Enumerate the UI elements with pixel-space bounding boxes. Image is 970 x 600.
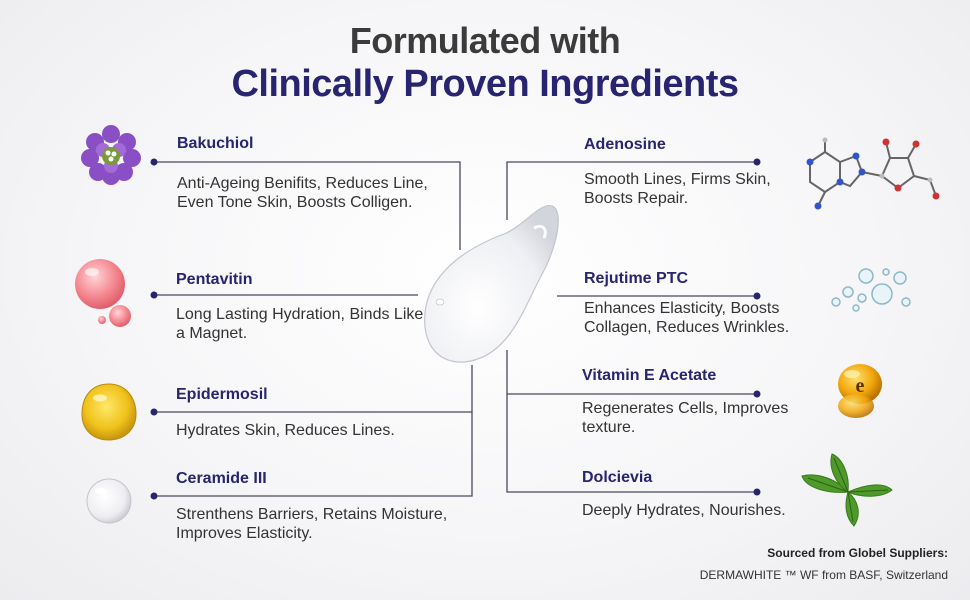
serum-drop-icon [424, 205, 559, 363]
footer-source-line-2: DERMAWHITE ™ WF from BASF, Switzerland [699, 568, 948, 582]
pink-droplets-icon [75, 259, 131, 327]
ingredient-name-adenosine: Adenosine [584, 136, 666, 153]
ingredient-name-vitamin-e: Vitamin E Acetate [582, 367, 717, 384]
ingredient-desc-adenosine: Smooth Lines, Firms Skin, Boosts Repair. [584, 171, 771, 207]
ingredient-name-rejutime: Rejutime PTC [584, 270, 689, 287]
ingredient-desc-vitamin-e: Regenerates Cells, Improves texture. [582, 400, 789, 436]
ingredient-desc-dolcievia: Deeply Hydrates, Nourishes. [582, 502, 786, 519]
vitamin-e-capsule-icon: e [838, 364, 882, 418]
clear-drop-icon [86, 478, 132, 524]
ingredient-name-pentavitin: Pentavitin [176, 271, 253, 288]
bubbles-icon [831, 268, 911, 312]
ingredient-desc-epidermosil: Hydrates Skin, Reduces Lines. [176, 422, 395, 439]
ingredient-desc-pentavitin: Long Lasting Hydration, Binds Like a Mag… [176, 306, 424, 342]
ingredient-name-epidermosil: Epidermosil [176, 386, 268, 403]
capsule-letter: e [856, 375, 865, 397]
ingredient-name-bakuchiol: Bakuchiol [177, 135, 254, 152]
footer-source-line-1: Sourced from Globel Suppliers: [767, 546, 948, 560]
ingredient-name-dolcievia: Dolcievia [582, 469, 653, 486]
ingredient-name-ceramide: Ceramide III [176, 470, 267, 487]
page-title-line-2: Clinically Proven Ingredients [231, 63, 739, 105]
purple-flower-icon [81, 125, 141, 185]
page-title-line-1: Formulated with [349, 20, 621, 61]
ingredient-desc-ceramide: Strenthens Barriers, Retains Moisture, I… [176, 506, 448, 542]
molecule-icon [806, 137, 940, 210]
ingredient-desc-rejutime: Enhances Elasticity, Boosts Collagen, Re… [584, 300, 790, 336]
stevia-leaf-icon [801, 453, 893, 527]
ingredient-desc-bakuchiol: Anti-Ageing Benifits, Reduces Line, Even… [177, 175, 428, 211]
yellow-drop-icon [81, 383, 137, 441]
